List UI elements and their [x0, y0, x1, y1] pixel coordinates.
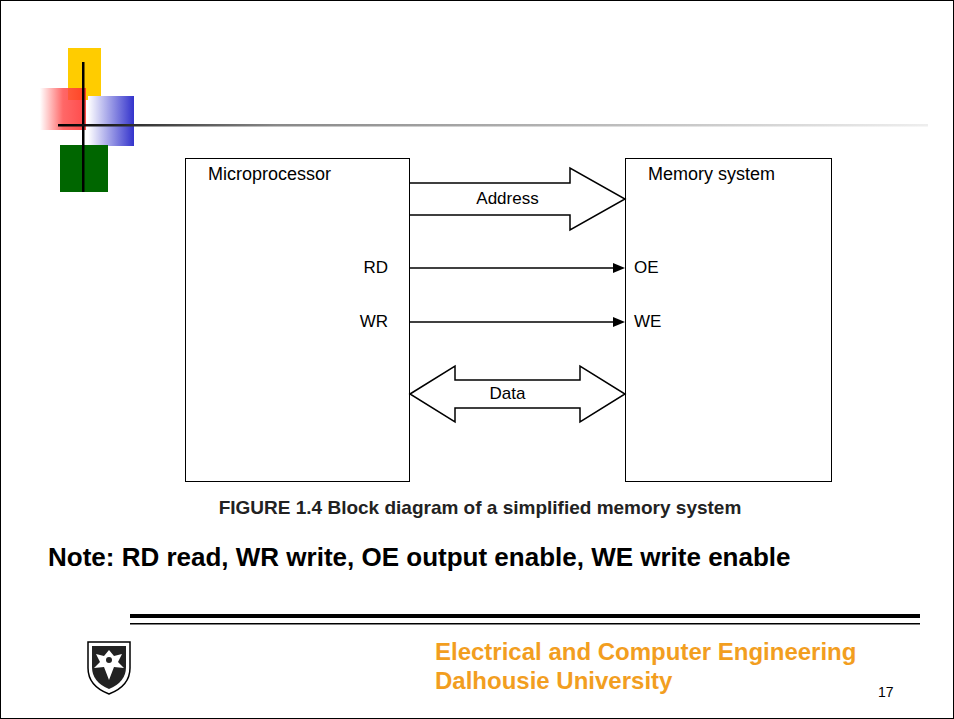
university-name: Dalhousie University — [435, 667, 672, 696]
page-number: 17 — [878, 684, 894, 701]
pin-name: WR — [360, 312, 388, 332]
bus-arrow — [410, 168, 625, 230]
pin-name: WE — [634, 312, 661, 332]
pin-name: OE — [634, 258, 659, 278]
pin-name: RD — [363, 258, 388, 278]
university-crest — [88, 642, 130, 694]
box-title: Microprocessor — [208, 164, 331, 185]
red-square — [40, 88, 86, 130]
bus-label: Address — [473, 189, 541, 209]
signal-arrow — [410, 263, 625, 273]
footer-rule-thick — [130, 614, 920, 618]
cross-vertical — [82, 62, 85, 192]
department-name: Electrical and Computer Engineering — [435, 638, 856, 667]
signal-arrow — [410, 317, 625, 327]
figure-caption: FIGURE 1.4 Block diagram of a simplified… — [219, 497, 742, 520]
bus-label: Data — [487, 384, 529, 404]
footer-rule-thin — [130, 623, 920, 625]
cross-horizontal — [58, 124, 928, 127]
bus-arrow — [410, 366, 625, 422]
blue-square — [88, 96, 134, 146]
box-title: Memory system — [648, 164, 775, 185]
note-text: Note: RD read, WR write, OE output enabl… — [48, 542, 791, 573]
